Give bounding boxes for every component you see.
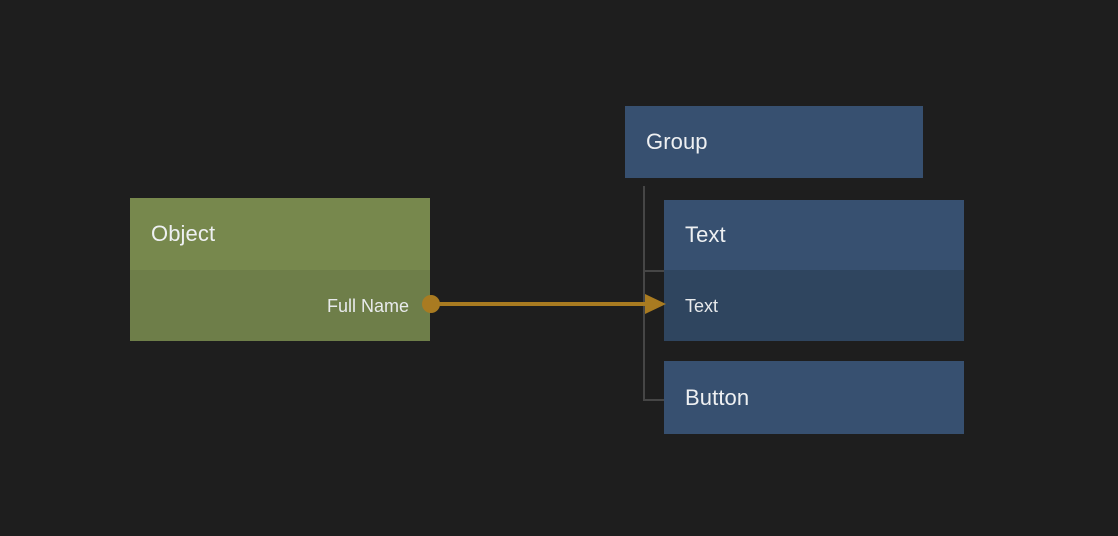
connection-edge-full-name-to-text[interactable] <box>422 294 666 314</box>
node-text[interactable]: Text Text <box>664 200 964 341</box>
node-text-row-text[interactable]: Text <box>664 270 964 341</box>
input-arrowhead-icon <box>645 294 666 314</box>
node-text-row-label: Text <box>685 295 719 316</box>
tree-trunk-line <box>643 186 645 401</box>
node-group-header[interactable]: Group <box>625 106 923 178</box>
node-button-title: Button <box>685 384 750 410</box>
node-object[interactable]: Object Full Name <box>130 198 430 341</box>
node-object-row-full-name[interactable]: Full Name <box>130 270 430 341</box>
node-object-body: Full Name <box>130 270 430 341</box>
node-group-title: Group <box>646 129 708 154</box>
node-button[interactable]: Button <box>664 361 964 434</box>
node-button-header[interactable]: Button <box>664 361 964 434</box>
node-object-row-label: Full Name <box>326 295 409 316</box>
tree-branch-line-text <box>645 270 666 272</box>
tree-branch-line-button <box>645 399 666 401</box>
node-object-title: Object <box>151 221 216 246</box>
node-text-header[interactable]: Text <box>664 200 964 270</box>
node-object-header[interactable]: Object <box>130 198 430 270</box>
node-group[interactable]: Group <box>625 106 923 178</box>
node-text-body: Text <box>664 270 964 341</box>
node-text-title: Text <box>685 222 726 247</box>
